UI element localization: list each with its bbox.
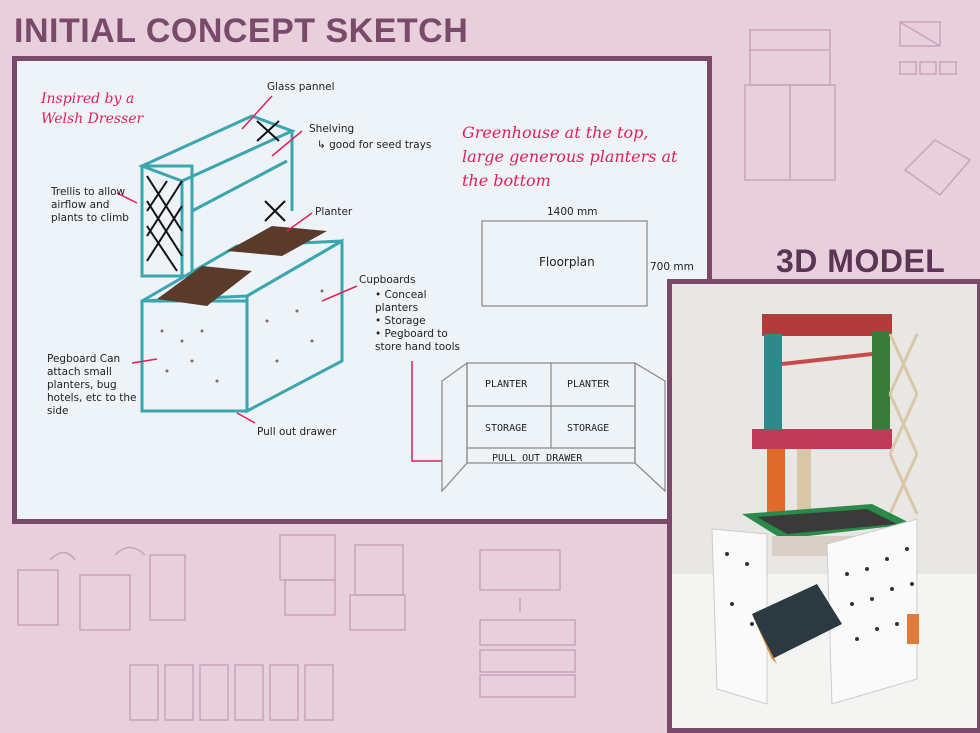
cupboard-item: • Storage <box>375 315 426 327</box>
label-planter: Planter <box>315 206 353 218</box>
dresser-sketch <box>116 95 666 493</box>
trellis-pattern <box>146 120 286 272</box>
concept-sketch-panel: Inspired by a Welsh Dresser Greenhouse a… <box>12 56 712 524</box>
label-shelving: Shelving <box>309 123 355 135</box>
plan-cell: STORAGE <box>567 423 610 434</box>
3d-model-panel <box>667 279 980 733</box>
label-cupboards: Cupboards <box>359 274 416 286</box>
plan-cell: STORAGE <box>485 423 528 434</box>
plan-cell: PLANTER <box>485 379 528 390</box>
floorplan-label: Floorplan <box>539 255 595 269</box>
floorplan-depth: 700 mm <box>650 261 694 273</box>
design-headline: Greenhouse at the top, large generous pl… <box>462 123 678 190</box>
floorplan-width: 1400 mm <box>547 206 598 218</box>
label-pegboard: Pegboard Can attach small planters, bug … <box>47 353 137 417</box>
model-photo <box>672 284 977 728</box>
model-heading: 3D MODEL <box>776 243 946 279</box>
label-shelving-note: ↳ good for seed trays <box>317 139 432 151</box>
label-drawer: Pull out drawer <box>257 426 337 438</box>
plan-drawer: PULL OUT DRAWER <box>492 453 583 464</box>
label-trellis: Trellis to allow airflow and plants to c… <box>51 186 129 224</box>
floorplan-box <box>481 220 648 307</box>
inspired-note: Inspired by a Welsh Dresser <box>41 91 144 127</box>
label-glass: Glass pannel <box>267 81 335 93</box>
sketch-heading: INITIAL CONCEPT SKETCH <box>14 12 469 50</box>
cupboard-items: • Conceal planters • Storage • Pegboard … <box>375 289 460 354</box>
cupboard-item: • Pegboard to store hand tools <box>375 328 460 353</box>
cupboard-item: • Conceal planters <box>375 289 427 314</box>
plan-cell: PLANTER <box>567 379 610 390</box>
